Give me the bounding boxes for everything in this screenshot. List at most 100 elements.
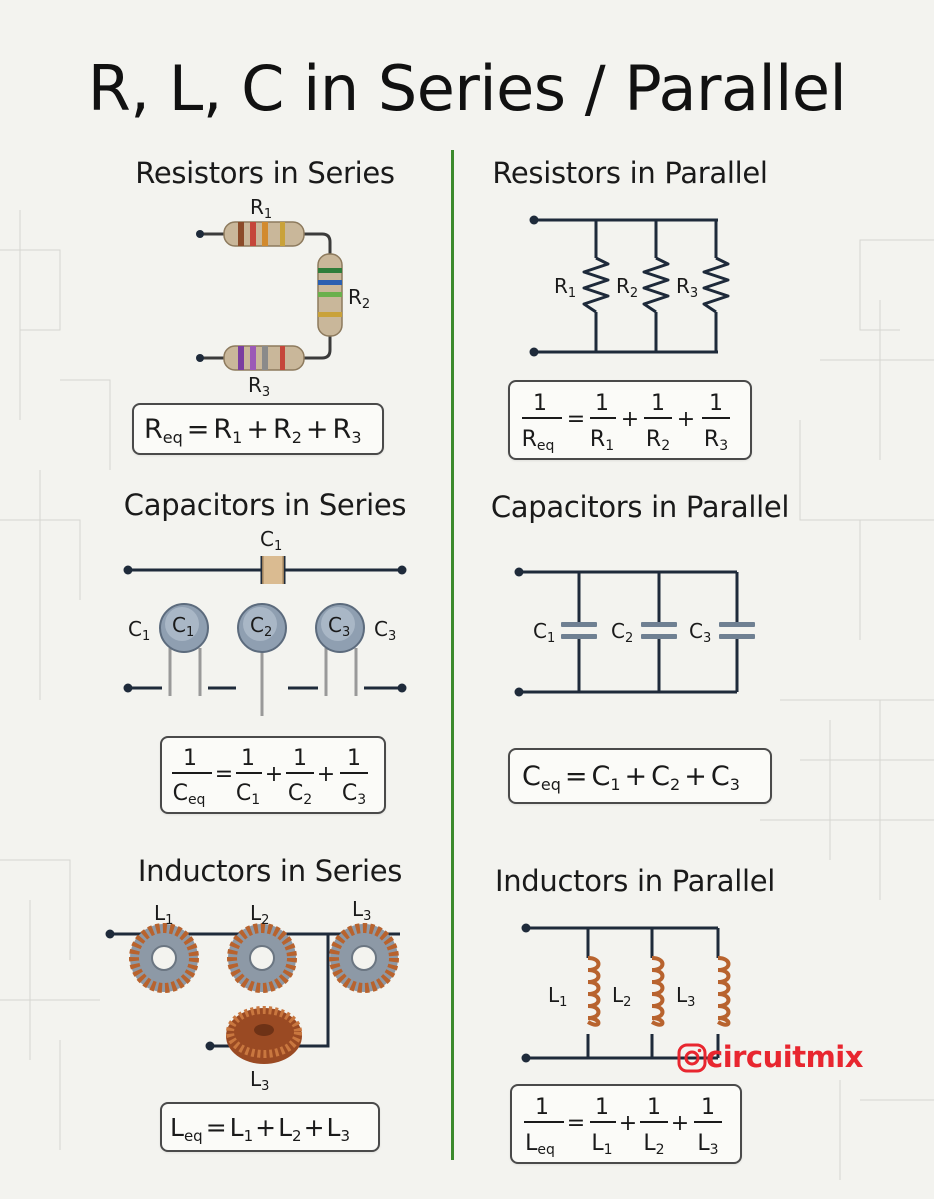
svg-text:+: + [619, 1111, 637, 1136]
terminal-dot [196, 230, 204, 238]
terminal-dot [397, 565, 407, 575]
terminal-dot [196, 354, 204, 362]
label-l1: L1 [548, 983, 567, 1010]
svg-text:L3: L3 [697, 1131, 718, 1158]
label-c3-right: C3 [374, 617, 396, 644]
svg-text:1: 1 [701, 1095, 715, 1120]
svg-text:=: = [567, 407, 585, 432]
inductor-coils [587, 956, 731, 1027]
svg-text:+: + [671, 1111, 689, 1136]
label-c1: C1 [172, 613, 194, 640]
svg-text:1: 1 [293, 746, 307, 771]
resistor-r1 [223, 221, 305, 247]
inductors-series-formula: Leq=L1+L2+L3 [170, 1113, 350, 1145]
svg-text:C1: C1 [236, 781, 260, 808]
svg-text:L2: L2 [643, 1131, 664, 1158]
terminal-dot [123, 683, 133, 693]
capacitors-series-formula-box: 1 Ceq = 1 C1 + 1 C2 + 1 C3 [160, 736, 386, 814]
label-l2: L2 [250, 901, 269, 928]
label-r1: R1 [250, 195, 272, 222]
svg-text:Ceq=C1+C2+C3: Ceq=C1+C2+C3 [522, 761, 740, 794]
svg-text:C2: C2 [288, 781, 312, 808]
disc-capacitor-c2 [237, 603, 287, 716]
svg-text:R1: R1 [590, 427, 614, 454]
resistors-series-formula-box: Req=R1+R2+R3 [132, 403, 384, 455]
capacitors-series-formula: 1 Ceq = 1 C1 + 1 C2 + 1 C3 [172, 746, 368, 808]
center-divider [451, 150, 454, 1160]
svg-text:1: 1 [595, 1095, 609, 1120]
inductors-series-diagram: L1 L2 L3 L3 [105, 897, 400, 1094]
svg-text:1: 1 [651, 391, 665, 416]
inductors-series-heading: Inductors in Series [137, 854, 403, 888]
label-c1: C1 [533, 619, 555, 646]
label-c2: C2 [250, 613, 272, 640]
svg-text:L1: L1 [591, 1131, 612, 1158]
label-l1: L1 [154, 901, 173, 928]
svg-text:1: 1 [647, 1095, 661, 1120]
svg-text:R3: R3 [704, 427, 728, 454]
instagram-icon [677, 1043, 707, 1073]
page-title: R, L, C in Series / Parallel [87, 52, 847, 125]
label-l3: L3 [676, 983, 695, 1010]
svg-text:1: 1 [241, 746, 255, 771]
capacitors-series-heading: Capacitors in Series [123, 488, 407, 522]
capacitors-parallel-heading: Capacitors in Parallel [490, 490, 790, 524]
svg-text:Req=R1+R2+R3: Req=R1+R2+R3 [144, 414, 362, 447]
svg-text:1: 1 [533, 391, 547, 416]
label-l2: L2 [612, 983, 631, 1010]
inductors-series-formula-box: Leq=L1+L2+L3 [160, 1102, 380, 1152]
terminal-dot [529, 347, 539, 357]
svg-text:=: = [215, 762, 233, 787]
toroid-inductor-l3 [329, 923, 399, 993]
inductors-parallel-heading: Inductors in Parallel [494, 864, 776, 898]
resistors-parallel-formula-box: 1 Req = 1 R1 + 1 R2 + 1 R3 [508, 380, 752, 460]
toroid-inductor-l2 [227, 923, 297, 993]
resistors-series-diagram: R1 R2 R3 [196, 195, 370, 400]
label-l3-bottom: L3 [250, 1067, 269, 1094]
toroid-inductor-l3-bottom [226, 1006, 302, 1064]
label-r3: R3 [676, 274, 698, 301]
label-c1-left: C1 [128, 617, 150, 644]
watermark-handle: circuitmix [706, 1040, 863, 1074]
label-r2: R2 [616, 274, 638, 301]
label-l3: L3 [352, 897, 371, 924]
capacitors-series-diagram: C1 C1 C1 C2 C3 C3 [123, 527, 407, 716]
toroid-inductor-l1 [129, 923, 199, 993]
label-c3: C3 [689, 619, 711, 646]
svg-text:Ceq: Ceq [173, 781, 206, 808]
svg-text:1: 1 [183, 746, 197, 771]
svg-text:1: 1 [709, 391, 723, 416]
terminal-dot [123, 565, 133, 575]
terminal-dot [514, 687, 524, 697]
capacitors-parallel-formula-box: Ceq=C1+C2+C3 [508, 748, 772, 804]
resistor-r3 [223, 345, 305, 371]
label-c2: C2 [611, 619, 633, 646]
label-r3: R3 [248, 373, 270, 400]
inductors-parallel-formula: 1 Leq = 1 L1 + 1 L2 + 1 L3 [524, 1095, 722, 1158]
svg-text:1: 1 [535, 1095, 549, 1120]
disc-capacitor-c3 [315, 603, 365, 696]
resistors-parallel-formula: 1 Req = 1 R1 + 1 R2 + 1 R3 [522, 391, 730, 454]
resistors-parallel-heading: Resistors in Parallel [492, 156, 768, 190]
terminal-dot [205, 1041, 215, 1051]
resistors-series-formula: Req=R1+R2+R3 [144, 414, 362, 447]
label-c3: C3 [328, 613, 350, 640]
svg-text:1: 1 [347, 746, 361, 771]
svg-text:+: + [677, 407, 695, 432]
svg-text:Leq=L1+L2+L3: Leq=L1+L2+L3 [170, 1113, 350, 1145]
terminal-dot [521, 1053, 531, 1063]
capacitors-parallel-formula: Ceq=C1+C2+C3 [522, 761, 740, 794]
label-c1-top: C1 [260, 527, 282, 554]
svg-text:Leq: Leq [525, 1131, 555, 1158]
inductors-parallel-formula-box: 1 Leq = 1 L1 + 1 L2 + 1 L3 [510, 1084, 742, 1164]
label-r2: R2 [348, 285, 370, 312]
svg-text:R2: R2 [646, 427, 670, 454]
svg-text:=: = [567, 1111, 585, 1136]
resistor-r2 [317, 253, 343, 337]
terminal-dot [105, 929, 115, 939]
svg-text:+: + [621, 407, 639, 432]
svg-text:Req: Req [522, 427, 555, 454]
svg-text:1: 1 [595, 391, 609, 416]
